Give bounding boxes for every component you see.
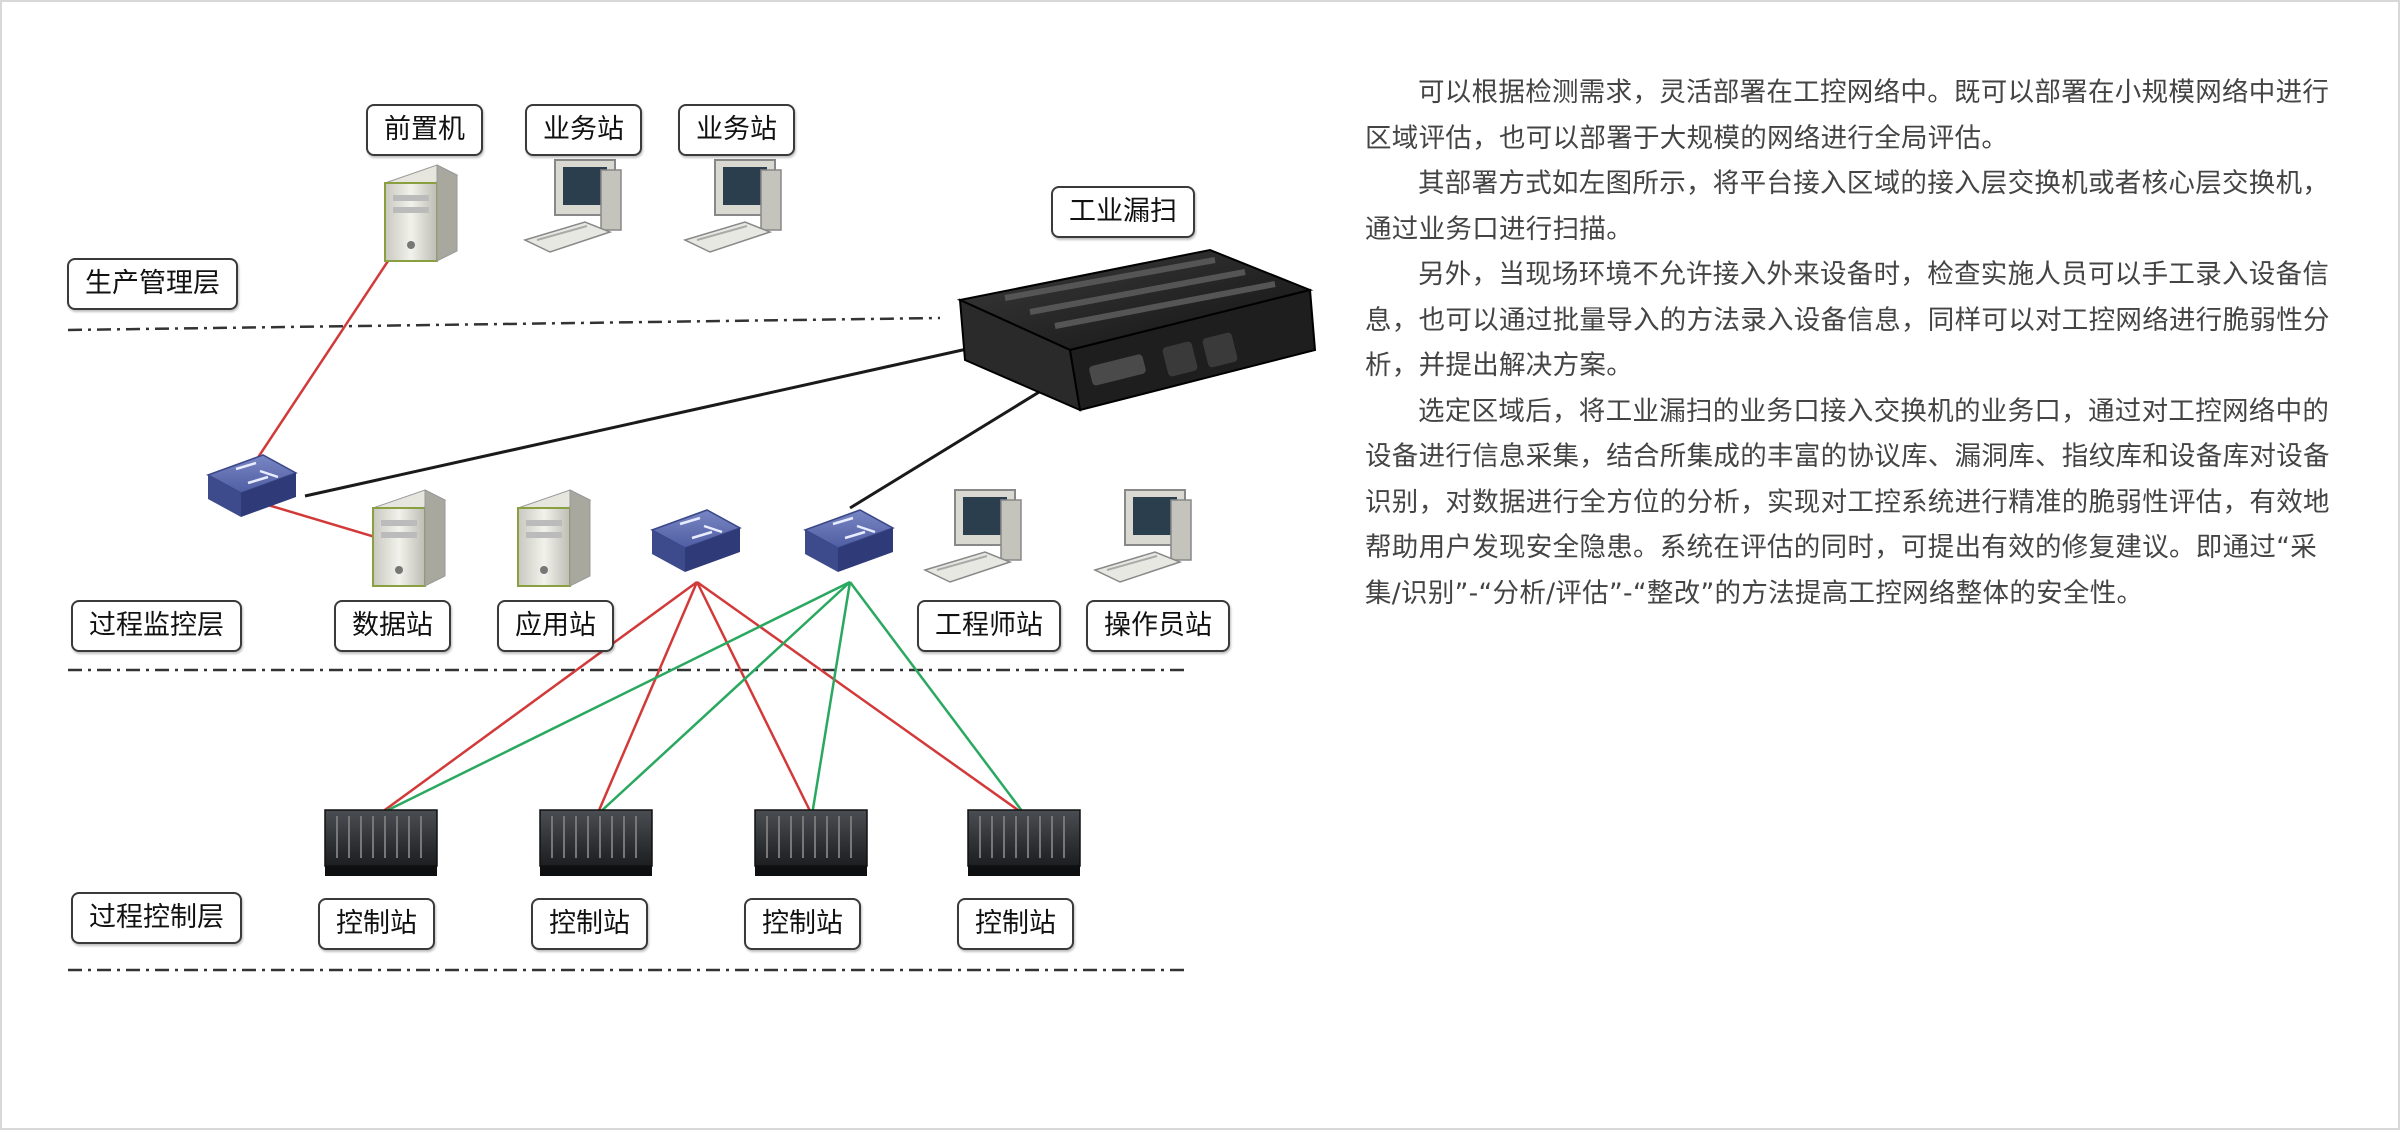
layer-label-monitoring: 过程监控层 bbox=[71, 600, 242, 652]
rack-icon-control-2 bbox=[539, 809, 653, 876]
node-label-app-station: 应用站 bbox=[497, 600, 614, 652]
layer-label-production: 生产管理层 bbox=[67, 258, 238, 310]
link-switch-datastation bbox=[267, 503, 386, 542]
node-label-engineer-station: 工程师站 bbox=[917, 600, 1061, 652]
network-diagram bbox=[67, 159, 1317, 972]
divider-production bbox=[67, 316, 941, 332]
node-label-operator-station: 操作员站 bbox=[1086, 600, 1230, 652]
description-paragraph-4: 选定区域后，将工业漏扫的业务口接入交换机的业务口，通过对工控网络中的设备进行信息… bbox=[1365, 395, 2330, 609]
switch-icon-a bbox=[650, 509, 742, 572]
link-green-2 bbox=[596, 581, 851, 816]
link-frontend-switch bbox=[253, 257, 392, 463]
description-paragraph-1: 可以根据检测需求，灵活部署在工控网络中。既可以部署在小规模网络中进行区域评估，也… bbox=[1365, 77, 2330, 154]
rack-icon-control-4 bbox=[967, 809, 1081, 876]
node-label-data-station: 数据站 bbox=[334, 600, 451, 652]
node-label-control-4: 控制站 bbox=[957, 898, 1074, 950]
node-label-scanner: 工业漏扫 bbox=[1051, 186, 1195, 238]
link-green-3 bbox=[810, 581, 852, 816]
layer-dividers bbox=[67, 316, 1185, 972]
node-label-business-2: 业务站 bbox=[678, 104, 795, 156]
workstation-icon-business-1 bbox=[522, 159, 622, 253]
server-icon-app bbox=[516, 489, 592, 587]
workstation-icon-business-2 bbox=[682, 159, 782, 253]
rack-icon-control-1 bbox=[324, 809, 438, 876]
link-red-1 bbox=[377, 580, 698, 817]
workstation-icon-operator bbox=[1092, 489, 1192, 583]
link-red-4 bbox=[696, 580, 1026, 817]
node-label-business-1: 业务站 bbox=[525, 104, 642, 156]
server-icon-data bbox=[371, 489, 447, 587]
switch-icon-b bbox=[803, 509, 895, 572]
links bbox=[253, 257, 1076, 817]
layer-label-control: 过程控制层 bbox=[71, 892, 242, 944]
switch-icon-core bbox=[206, 454, 298, 517]
link-switch2-scanner bbox=[849, 368, 1076, 510]
node-label-control-1: 控制站 bbox=[318, 898, 435, 950]
description-text: 可以根据检测需求，灵活部署在工控网络中。既可以部署在小规模网络中进行区域评估，也… bbox=[1365, 70, 2340, 616]
laptop-icon-scanner bbox=[956, 248, 1317, 412]
description-paragraph-2: 其部署方式如左图所示，将平台接入区域的接入层交换机或者核心层交换机，通过业务口进… bbox=[1365, 168, 2330, 245]
link-green-1 bbox=[377, 580, 851, 817]
description-paragraph-3: 另外，当现场环境不允许接入外来设备时，检查实施人员可以手工录入设备信息，也可以通… bbox=[1365, 259, 2330, 381]
link-red-3 bbox=[695, 581, 814, 816]
link-green-4 bbox=[849, 581, 1026, 816]
node-label-frontend: 前置机 bbox=[366, 104, 483, 156]
server-icon-frontend bbox=[383, 164, 459, 262]
node-label-control-3: 控制站 bbox=[744, 898, 861, 950]
link-red-2 bbox=[595, 581, 699, 816]
workstation-icon-engineer bbox=[922, 489, 1022, 583]
node-label-control-2: 控制站 bbox=[531, 898, 648, 950]
rack-icon-control-3 bbox=[754, 809, 868, 876]
link-switch-scanner bbox=[304, 343, 986, 498]
